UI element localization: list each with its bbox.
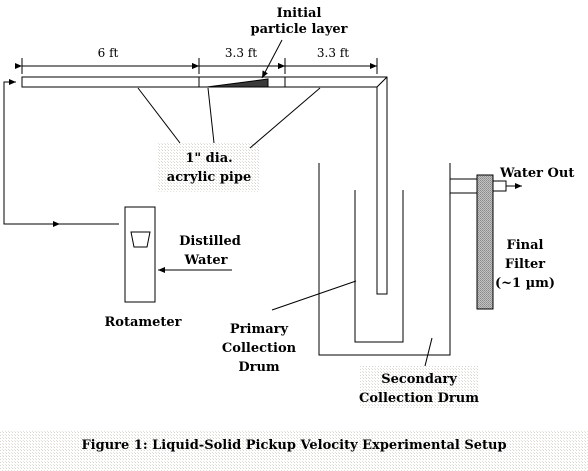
return-line bbox=[3, 79, 119, 227]
dimension-lines bbox=[15, 58, 378, 74]
distilled-water-label-line2: Water bbox=[183, 253, 227, 268]
rotameter-label: Rotameter bbox=[104, 315, 181, 330]
pipe-label-leaders bbox=[137, 87, 321, 149]
particle-layer-pointer bbox=[261, 39, 283, 79]
rotameter-float bbox=[130, 231, 151, 248]
final-filter-label-line3: (~1 µm) bbox=[495, 276, 555, 291]
rotameter-body bbox=[124, 206, 156, 303]
caption-halo bbox=[0, 430, 588, 471]
figure-caption: Figure 1: Liquid-Solid Pickup Velocity E… bbox=[81, 438, 506, 453]
final-filter bbox=[476, 174, 494, 310]
pipe-label-line1: 1" dia. bbox=[185, 151, 232, 166]
dimension-middle: 3.3 ft bbox=[225, 46, 257, 60]
secondary-drum-leader bbox=[424, 337, 433, 367]
secondary-drum-label-line2: Collection Drum bbox=[359, 391, 479, 406]
primary-drum-leader bbox=[271, 280, 357, 311]
secondary-collection-drum bbox=[318, 163, 451, 356]
primary-drum-label-line2: Collection bbox=[222, 341, 297, 356]
pipe-label-line2: acrylic pipe bbox=[167, 170, 251, 185]
secondary-drum-label-halo bbox=[360, 366, 478, 408]
pipe-label-halo bbox=[158, 142, 260, 192]
final-filter-label-line1: Final bbox=[507, 238, 544, 253]
dimension-left: 6 ft bbox=[98, 46, 119, 60]
primary-collection-drum bbox=[354, 190, 404, 343]
particle-layer-label-line1: Initial bbox=[277, 6, 322, 21]
primary-drum-label-line1: Primary bbox=[230, 322, 289, 337]
particle-layer-label-line2: particle layer bbox=[251, 22, 348, 37]
acrylic-pipe bbox=[21, 76, 388, 295]
dimension-right: 3.3 ft bbox=[317, 46, 349, 60]
final-filter-label-line2: Filter bbox=[505, 257, 545, 272]
particle-layer bbox=[206, 78, 269, 88]
distilled-water-label-line1: Distilled bbox=[179, 234, 241, 249]
primary-drum-label-line3: Drum bbox=[238, 360, 280, 375]
water-out-label: Water Out bbox=[499, 166, 574, 181]
secondary-drum-label-line1: Secondary bbox=[381, 372, 457, 387]
